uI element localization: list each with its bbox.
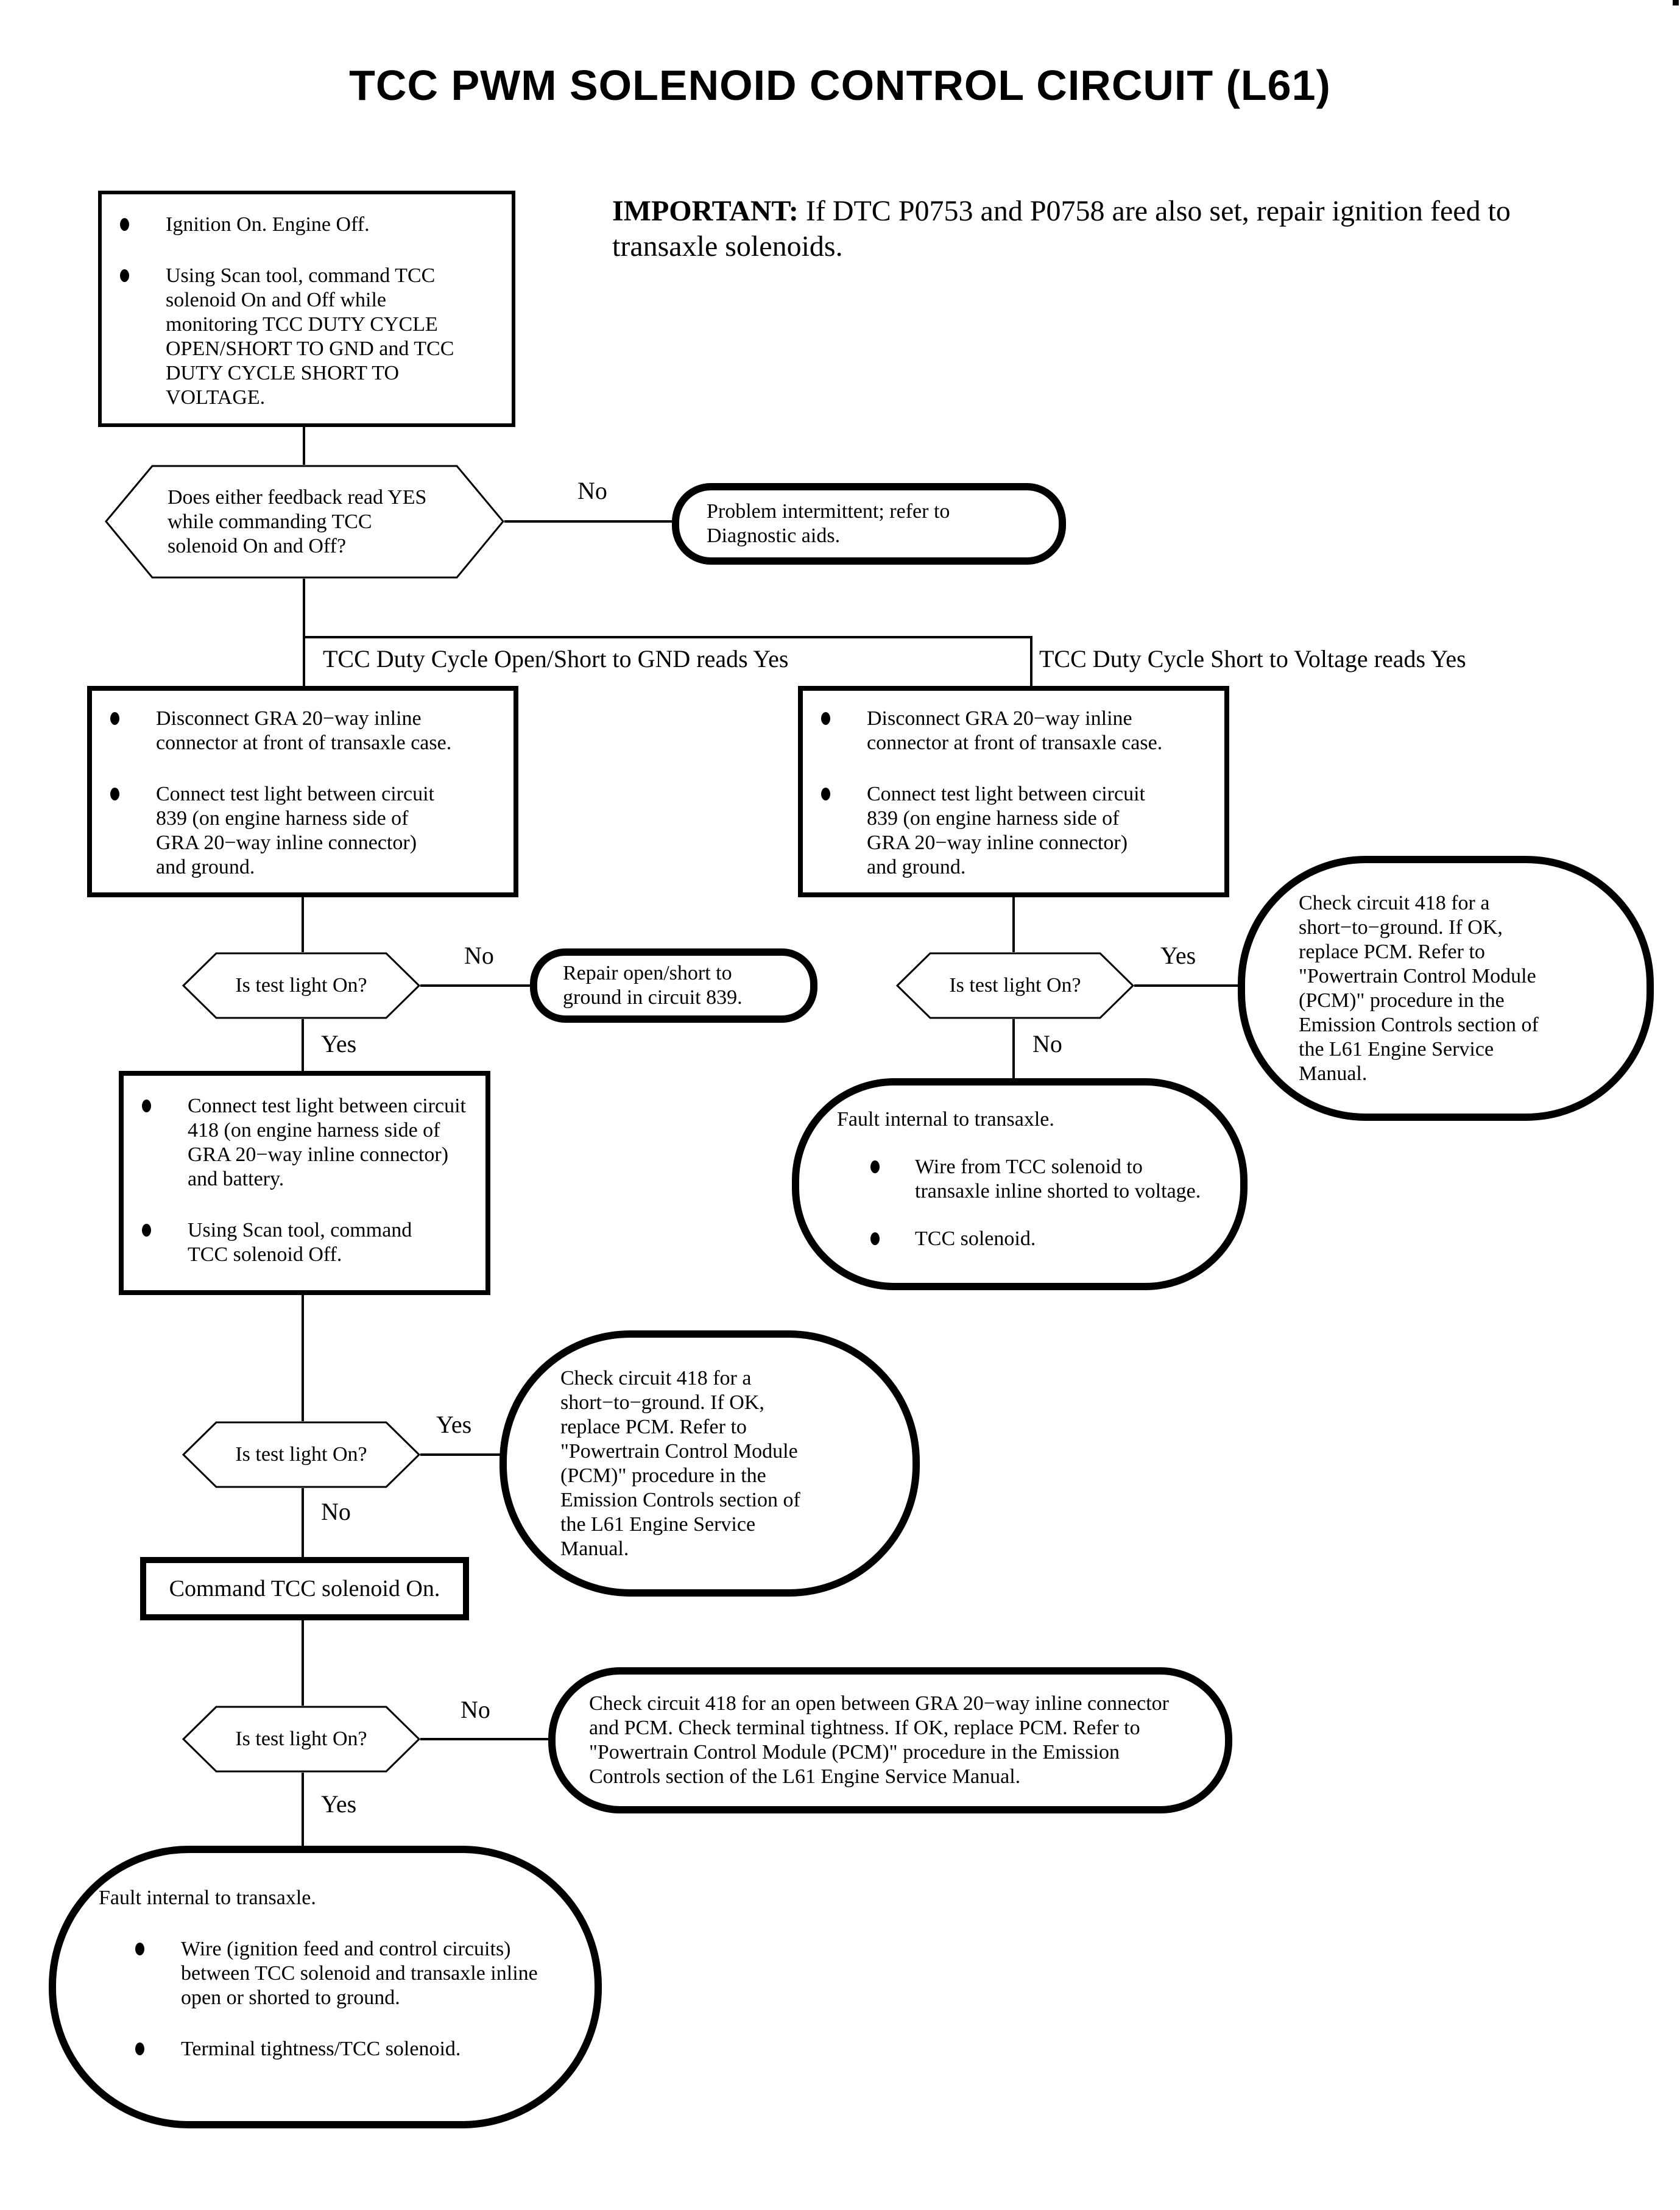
- connector-line: [303, 427, 305, 465]
- repair-839-terminal: Repair open/short to ground in circuit 8…: [530, 948, 817, 1023]
- bullet-icon: [135, 1943, 144, 1955]
- fault-heading: Fault internal to transaxle.: [837, 1108, 1054, 1131]
- hexagon-shape: [182, 1706, 420, 1773]
- label-no: No: [577, 477, 607, 504]
- check-418-short-terminal-right: Check circuit 418 for a short−to−ground.…: [1238, 856, 1654, 1121]
- connector-line: [302, 897, 304, 952]
- list-item: Terminal tightness/TCC solenoid.: [99, 2037, 576, 2061]
- list-item: Connect test light between circuit 839 (…: [92, 782, 507, 880]
- disconnect-box-left: Disconnect GRA 20−way inline connector a…: [87, 686, 518, 897]
- decision-text-wrap: Is test light On?: [182, 1706, 420, 1773]
- test-light-decision-1: Is test light On?: [182, 952, 420, 1019]
- bullet-icon: [821, 788, 830, 800]
- label-yes: Yes: [321, 1030, 357, 1057]
- bullet-icon: [110, 788, 119, 800]
- connector-line: [1030, 636, 1032, 686]
- hexagon-shape: [896, 952, 1134, 1019]
- list-item: Disconnect GRA 20−way inline connector a…: [92, 707, 507, 755]
- bullet-icon: [120, 218, 129, 231]
- connector-line: [1134, 984, 1241, 987]
- bullet-icon: [120, 269, 129, 282]
- bullet-icon: [110, 712, 119, 725]
- list-item: Connect test light between circuit 418 (…: [124, 1094, 481, 1191]
- decision-question: Is test light On?: [235, 1443, 367, 1466]
- bullet-icon: [870, 1232, 880, 1245]
- connector-line: [302, 1620, 304, 1706]
- decision-text-wrap: Is test light On?: [182, 952, 420, 1019]
- disconnect-box-right: Disconnect GRA 20−way inline connector a…: [798, 686, 1229, 897]
- list-item: Using Scan tool, command TCC solenoid On…: [102, 264, 502, 410]
- hexagon-shape: [105, 465, 504, 579]
- connector-line: [303, 579, 305, 686]
- label-yes: Yes: [1160, 942, 1196, 969]
- check-418-open-terminal: Check circuit 418 for an open between GR…: [548, 1667, 1232, 1813]
- command-tcc-on-box: Command TCC solenoid On.: [140, 1557, 469, 1620]
- connector-line: [1012, 1019, 1015, 1078]
- bullet-icon: [821, 712, 830, 725]
- connector-line: [303, 636, 1032, 638]
- list-item: Wire (ignition feed and control circuits…: [99, 1937, 576, 2010]
- decision-text-wrap: Is test light On?: [896, 952, 1134, 1019]
- connect-418-box: Connect test light between circuit 418 (…: [119, 1071, 490, 1295]
- test-light-decision-right: Is test light On?: [896, 952, 1134, 1019]
- connector-line: [1012, 897, 1015, 952]
- label-yes: Yes: [321, 1790, 357, 1818]
- list-item: Connect test light between circuit 839 (…: [803, 782, 1218, 880]
- bullet-icon: [142, 1100, 151, 1112]
- connector-line: [420, 1453, 503, 1456]
- bullet-icon: [135, 2042, 144, 2055]
- list-item: Wire from TCC solenoid to transaxle inli…: [837, 1155, 1225, 1204]
- fault-heading: Fault internal to transaxle.: [99, 1887, 316, 1909]
- branch-label-gnd: TCC Duty Cycle Open/Short to GND reads Y…: [323, 645, 789, 673]
- important-text: If DTC P0753 and P0758 are also set, rep…: [612, 195, 1511, 263]
- decision-text-wrap: Does either feedback read YES while comm…: [105, 465, 504, 579]
- connector-line: [504, 520, 672, 523]
- connector-line: [420, 984, 530, 987]
- fault-internal-terminal-right: Fault internal to transaxle. Wire from T…: [792, 1078, 1248, 1290]
- problem-intermittent-terminal: Problem intermittent; refer to Diagnosti…: [672, 483, 1066, 565]
- start-conditions-box: Ignition On. Engine Off. Using Scan tool…: [98, 191, 515, 427]
- label-no: No: [1032, 1030, 1062, 1057]
- bullet-icon: [870, 1160, 880, 1173]
- hexagon-shape: [182, 952, 420, 1019]
- important-label: IMPORTANT:: [612, 195, 799, 227]
- decision-question: Is test light On?: [235, 974, 367, 997]
- bullet-icon: [142, 1224, 151, 1237]
- test-light-decision-3: Is test light On?: [182, 1706, 420, 1773]
- check-418-short-terminal-mid: Check circuit 418 for a short−to−ground.…: [499, 1330, 920, 1597]
- connector-line: [302, 1488, 304, 1557]
- test-light-decision-2: Is test light On?: [182, 1421, 420, 1488]
- list-item: Ignition On. Engine Off.: [102, 213, 502, 237]
- connector-line: [420, 1738, 548, 1740]
- decision-question: Is test light On?: [949, 974, 1081, 997]
- connector-line: [302, 1295, 304, 1421]
- branch-label-voltage: TCC Duty Cycle Short to Voltage reads Ye…: [1039, 645, 1466, 673]
- important-note: IMPORTANT: If DTC P0753 and P0758 are al…: [612, 194, 1520, 264]
- connector-line: [302, 1019, 304, 1071]
- decision-text-wrap: Is test light On?: [182, 1421, 420, 1488]
- label-yes: Yes: [436, 1411, 472, 1438]
- page-title: TCC PWM SOLENOID CONTROL CIRCUIT (L61): [349, 62, 1331, 109]
- connector-line: [302, 1773, 304, 1846]
- list-item: Disconnect GRA 20−way inline connector a…: [803, 707, 1218, 755]
- hexagon-shape: [182, 1421, 420, 1488]
- label-no: No: [461, 1696, 490, 1723]
- feedback-decision: Does either feedback read YES while comm…: [105, 465, 504, 579]
- label-no: No: [464, 942, 494, 969]
- decision-question: Is test light On?: [235, 1728, 367, 1750]
- list-item: TCC solenoid.: [837, 1227, 1225, 1251]
- list-item: Using Scan tool, command TCC solenoid Of…: [124, 1218, 481, 1267]
- scan-artifact: [1673, 0, 1679, 5]
- label-no: No: [321, 1498, 351, 1525]
- fault-internal-terminal-bottom: Fault internal to transaxle. Wire (ignit…: [49, 1846, 602, 2128]
- decision-question: Does either feedback read YES while comm…: [168, 485, 427, 557]
